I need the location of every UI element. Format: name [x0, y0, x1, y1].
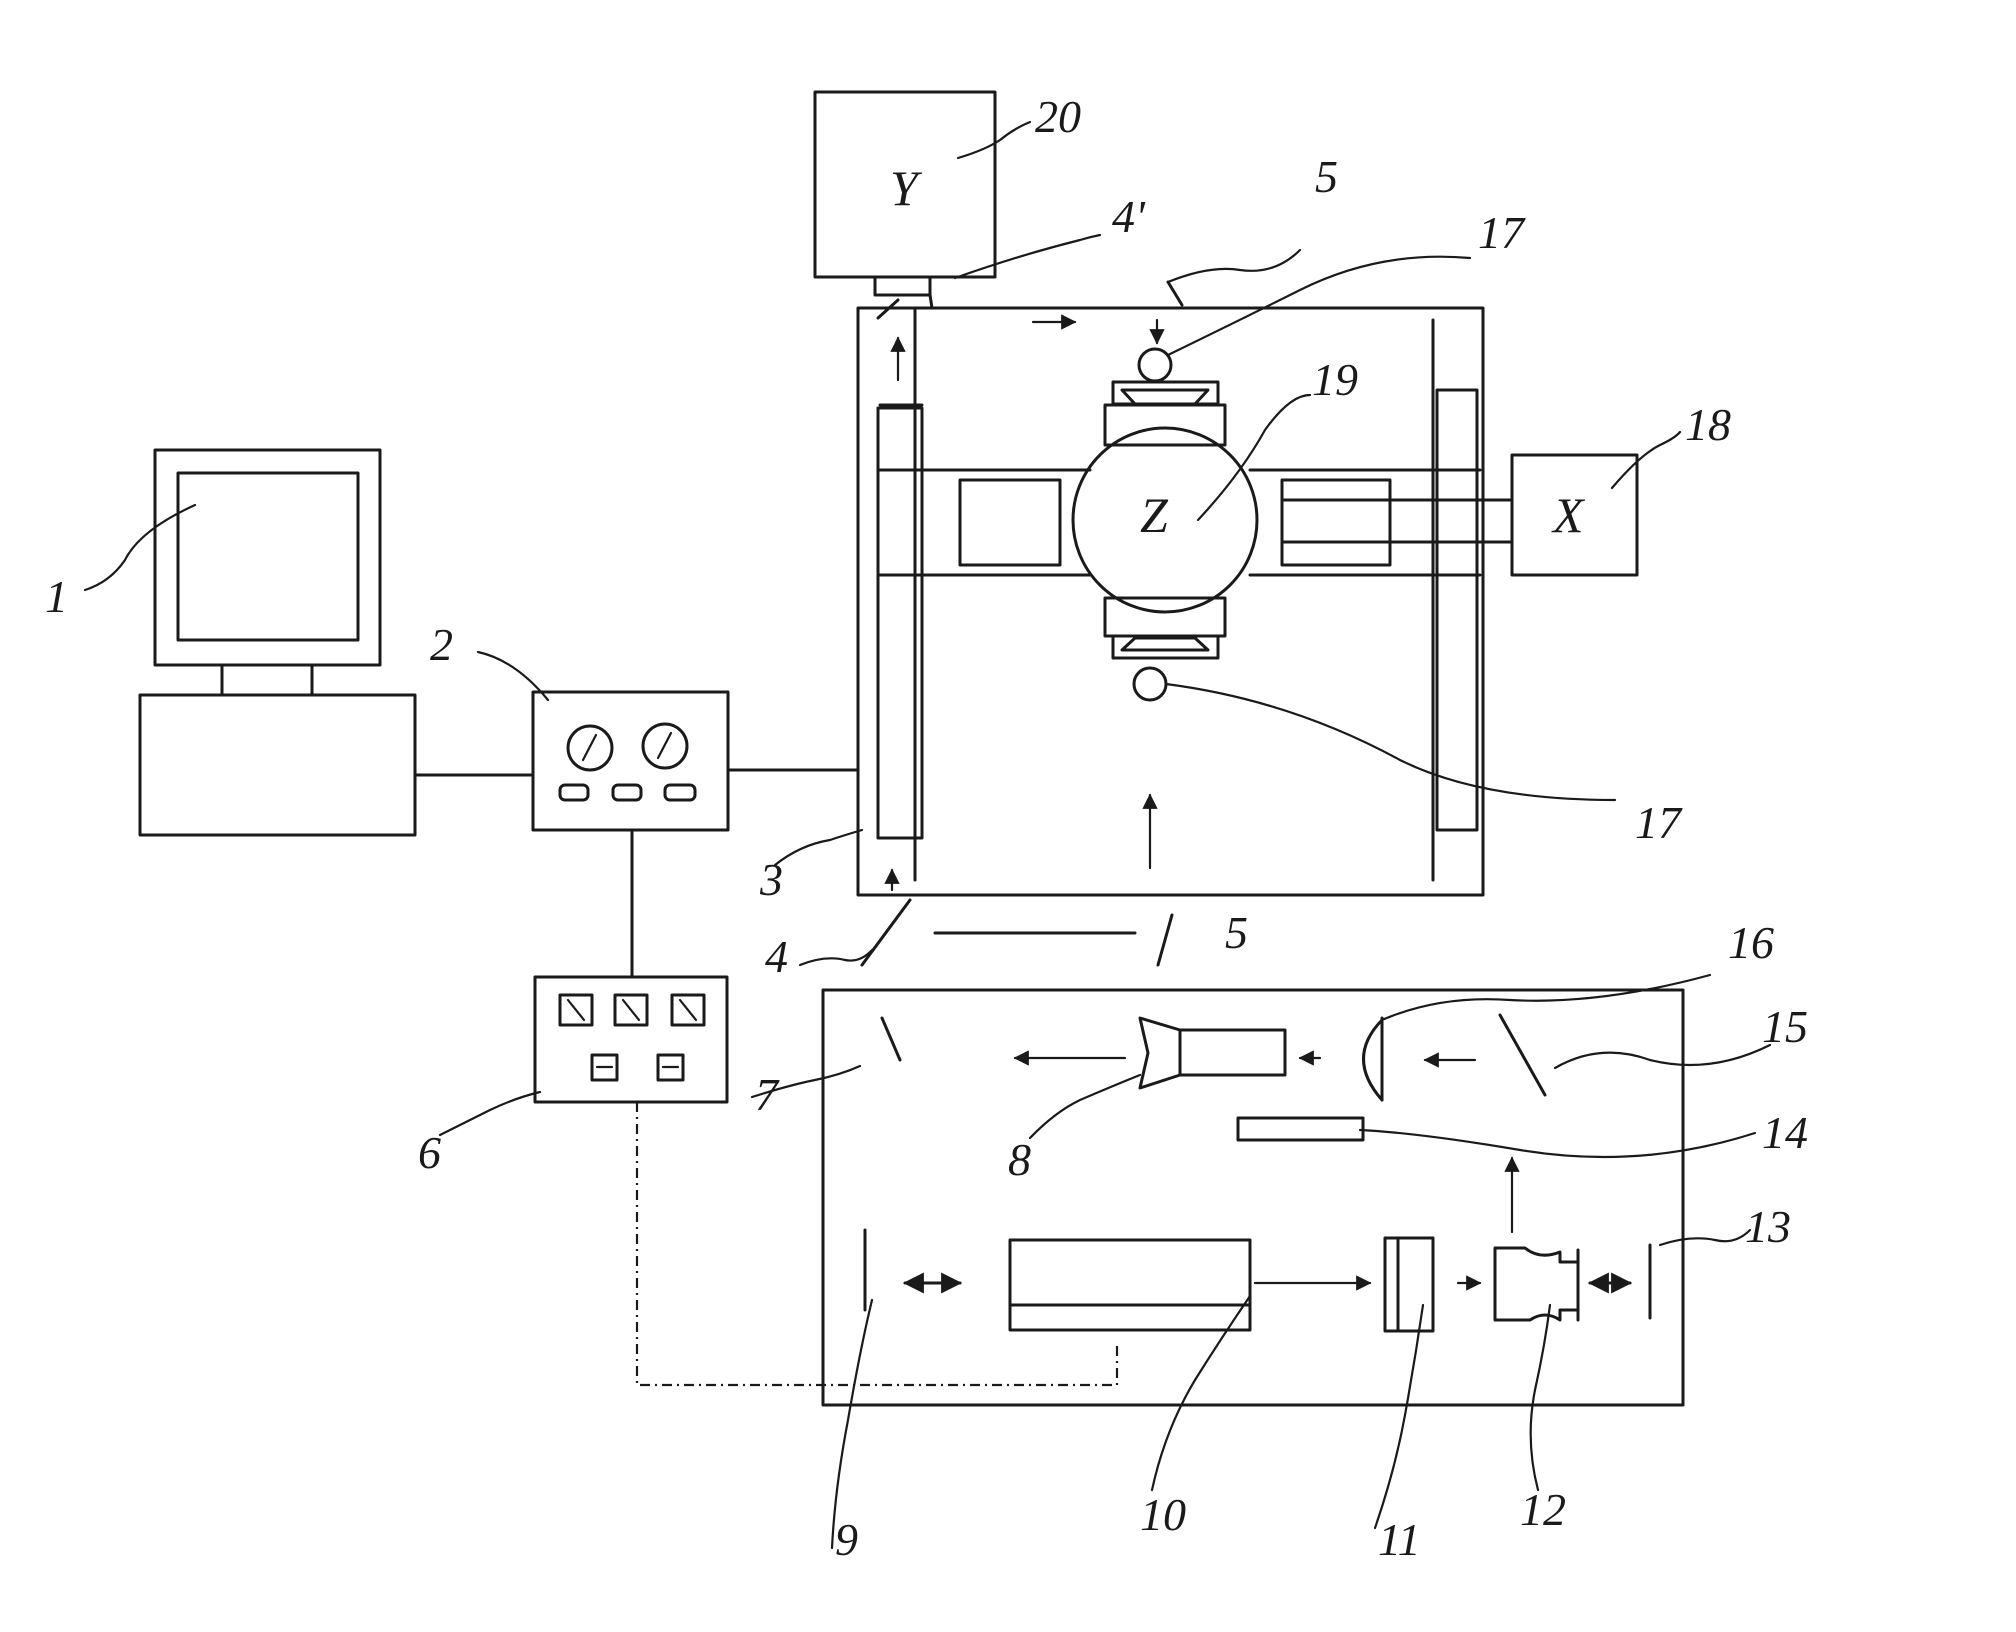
ref-9: 9: [835, 1514, 858, 1565]
control-unit: [533, 692, 728, 830]
x-axis-label: X: [1551, 487, 1586, 543]
upper-focusing-element: [1139, 349, 1171, 381]
y-axis-label: Y: [890, 160, 923, 216]
ref-17-upper: 17: [1478, 207, 1526, 258]
ref-13: 13: [1745, 1201, 1791, 1252]
ref-10: 10: [1140, 1489, 1186, 1540]
ref-11: 11: [1378, 1514, 1421, 1565]
ref-18: 18: [1685, 399, 1731, 450]
mirror-5-lower: [1158, 915, 1172, 965]
laser-tube: [1010, 1240, 1250, 1330]
y-rail-right: [1437, 390, 1477, 830]
ref-19: 19: [1312, 354, 1358, 405]
z-axis-label: Z: [1140, 487, 1169, 543]
ref-7: 7: [755, 1069, 780, 1120]
ref-14: 14: [1762, 1107, 1808, 1158]
ref-20: 20: [1035, 91, 1081, 142]
ref-16: 16: [1728, 917, 1774, 968]
beam-expander: [1140, 1018, 1285, 1088]
component-11: [1385, 1238, 1433, 1331]
computer-screen: [178, 473, 358, 640]
ref-5-upper: 5: [1315, 151, 1338, 202]
ref-4-prime: 4': [1112, 191, 1146, 242]
gantry-frame: [858, 308, 1512, 895]
computer-monitor: [155, 450, 380, 665]
mirror-4: [862, 900, 910, 965]
ref-5-lower: 5: [1225, 907, 1248, 958]
computer: [140, 450, 415, 835]
mirror-5-upper: [1168, 282, 1182, 305]
ref-6: 6: [418, 1127, 441, 1178]
ref-1: 1: [45, 571, 68, 622]
ref-8: 8: [1008, 1134, 1031, 1185]
lens-16: [1364, 1020, 1383, 1100]
ref-15: 15: [1762, 1001, 1808, 1052]
mirror-15: [1500, 1015, 1545, 1095]
ref-3: 3: [759, 854, 783, 905]
ref-17-lower: 17: [1635, 797, 1683, 848]
computer-base-unit: [140, 695, 415, 835]
laser-housing: [823, 990, 1683, 1405]
component-12: [1495, 1248, 1578, 1320]
mirror-7: [882, 1018, 900, 1060]
lower-focusing-element: [1134, 668, 1166, 700]
ref-2: 2: [430, 619, 453, 670]
controller-unit: [535, 977, 727, 1102]
component-14: [1238, 1118, 1363, 1140]
ref-12: 12: [1520, 1484, 1566, 1535]
ref-4: 4: [765, 931, 788, 982]
